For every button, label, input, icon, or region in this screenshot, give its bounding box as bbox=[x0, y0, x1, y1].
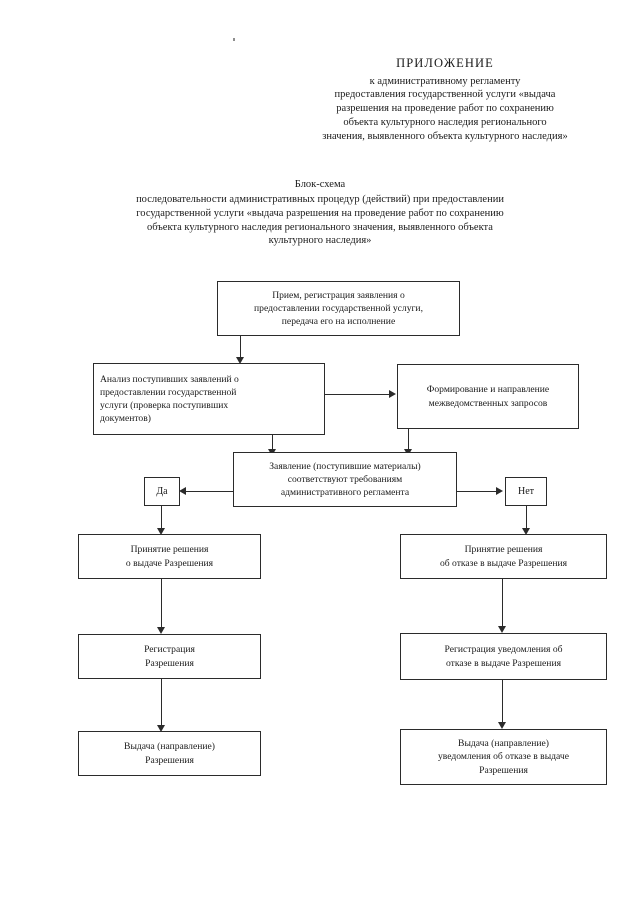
flow-node-issue-refuse: Выдача (направление) уведомления об отка… bbox=[400, 729, 607, 785]
connector-register-refuse-to-issue bbox=[502, 680, 503, 724]
flow-node-decision-line-2: соответствуют требованиям bbox=[287, 473, 403, 485]
connector-decision-refuse-to-register bbox=[502, 579, 503, 628]
flow-node-issue-grant-line-2: Разрешения bbox=[145, 754, 194, 766]
flow-node-issue-refuse-line-2: уведомления об отказе в выдаче bbox=[438, 751, 569, 763]
flow-node-decision: Заявление (поступившие материалы) соотве… bbox=[233, 452, 457, 507]
flow-node-decision-grant-line-1: Принятие решения bbox=[130, 544, 209, 556]
flow-node-interagency-line-2: межведомственных запросов bbox=[428, 397, 548, 409]
flow-node-issue-refuse-line-1: Выдача (направление) bbox=[458, 738, 549, 750]
appendix-title-line-1: к административному регламенту bbox=[369, 75, 521, 87]
flow-node-analysis-line-4: документов) bbox=[100, 413, 151, 425]
flowchart-caption-line-2: государственной услуги «выдача разрешени… bbox=[136, 207, 504, 219]
flow-node-decision-line-3: административного регламента bbox=[280, 487, 410, 499]
flowchart-caption-block: Блок-схема последовательности администра… bbox=[62, 178, 578, 248]
appendix-title-line-5: значения, выявленного объекта культурног… bbox=[322, 130, 568, 142]
flow-node-intake-line-3: передача его на исполнение bbox=[281, 316, 396, 328]
flow-node-no: Нет bbox=[505, 477, 547, 506]
flow-node-analysis-line-3: услуги (проверка поступивших bbox=[100, 400, 229, 411]
flow-node-issue-grant-line-1: Выдача (направление) bbox=[124, 741, 215, 753]
flow-node-issue-refuse-line-3: Разрешения bbox=[479, 764, 528, 776]
arrow-intake-to-analysis bbox=[236, 357, 244, 364]
connector-decision-to-yes bbox=[185, 491, 233, 492]
arrow-analysis-to-interagency bbox=[389, 390, 396, 398]
scan-speck bbox=[233, 38, 235, 41]
flow-node-decision-refuse-line-1: Принятие решения bbox=[464, 544, 543, 556]
flow-node-analysis: Анализ поступивших заявлений о предостав… bbox=[93, 363, 325, 435]
arrow-register-refuse-to-issue bbox=[498, 722, 506, 729]
connector-interagency-to-decision bbox=[408, 429, 409, 451]
flow-node-analysis-line-1: Анализ поступивших заявлений о bbox=[100, 373, 239, 385]
flow-node-intake: Прием, регистрация заявления о предостав… bbox=[217, 281, 460, 336]
connector-intake-to-analysis bbox=[240, 336, 241, 359]
appendix-title-line-3: разрешения на проведение работ по сохран… bbox=[336, 103, 554, 115]
flowchart-caption-line-4: культурного наследия» bbox=[268, 235, 372, 247]
flow-node-register-refuse-line-1: Регистрация уведомления об bbox=[444, 644, 563, 656]
flowchart-caption-line-3: объекта культурного наследия регионально… bbox=[147, 221, 493, 233]
flow-node-yes: Да bbox=[144, 477, 180, 506]
connector-register-grant-to-issue bbox=[161, 679, 162, 727]
connector-decision-grant-to-register bbox=[161, 579, 162, 629]
flow-node-yes-label: Да bbox=[156, 485, 168, 497]
appendix-title: ПРИЛОЖЕНИЕ bbox=[396, 56, 494, 70]
flow-node-decision-line-1: Заявление (поступившие материалы) bbox=[269, 460, 421, 472]
arrow-decision-refuse-to-register bbox=[498, 626, 506, 633]
flow-node-register-refuse: Регистрация уведомления об отказе в выда… bbox=[400, 633, 607, 680]
flow-node-register-grant-line-1: Регистрация bbox=[144, 644, 195, 656]
flow-node-no-label: Нет bbox=[517, 485, 535, 497]
connector-no-to-decision-refuse bbox=[526, 506, 527, 530]
arrow-decision-to-yes bbox=[179, 487, 186, 495]
connector-analysis-to-decision bbox=[272, 435, 273, 451]
flowchart-caption-line-1: последовательности административных проц… bbox=[136, 193, 504, 205]
appendix-title-line-2: предоставления государственной услуги «в… bbox=[334, 89, 556, 101]
arrow-decision-grant-to-register bbox=[157, 627, 165, 634]
connector-analysis-to-interagency bbox=[325, 394, 390, 395]
flow-node-analysis-line-2: предоставлении государственной bbox=[100, 386, 237, 398]
arrow-decision-to-no bbox=[496, 487, 503, 495]
flow-node-decision-grant-line-2: о выдаче Разрешения bbox=[125, 557, 214, 569]
flow-node-issue-grant: Выдача (направление) Разрешения bbox=[78, 731, 261, 776]
flow-node-decision-refuse-line-2: об отказе в выдаче Разрешения bbox=[439, 557, 568, 569]
flow-node-decision-grant: Принятие решения о выдаче Разрешения bbox=[78, 534, 261, 579]
arrow-register-grant-to-issue bbox=[157, 725, 165, 732]
flow-node-interagency-line-1: Формирование и направление bbox=[426, 384, 550, 396]
flow-node-intake-line-1: Прием, регистрация заявления о bbox=[272, 289, 405, 301]
flow-node-register-grant: Регистрация Разрешения bbox=[78, 634, 261, 679]
connector-decision-to-no bbox=[457, 491, 497, 492]
flow-node-interagency: Формирование и направление межведомствен… bbox=[397, 364, 579, 429]
connector-yes-to-decision-grant bbox=[161, 506, 162, 530]
flow-node-register-refuse-line-2: отказе в выдаче Разрешения bbox=[446, 657, 561, 669]
flow-node-register-grant-line-2: Разрешения bbox=[145, 657, 194, 669]
appendix-title-block: ПРИЛОЖЕНИЕ к административному регламент… bbox=[270, 55, 620, 144]
arrow-no-to-decision-refuse bbox=[522, 528, 530, 535]
flow-node-decision-refuse: Принятие решения об отказе в выдаче Разр… bbox=[400, 534, 607, 579]
arrow-yes-to-decision-grant bbox=[157, 528, 165, 535]
flowchart-caption-heading: Блок-схема bbox=[294, 179, 346, 190]
flow-node-intake-line-2: предоставлении государственной услуги, bbox=[254, 302, 423, 314]
appendix-title-line-4: объекта культурного наследия регионально… bbox=[343, 117, 547, 129]
